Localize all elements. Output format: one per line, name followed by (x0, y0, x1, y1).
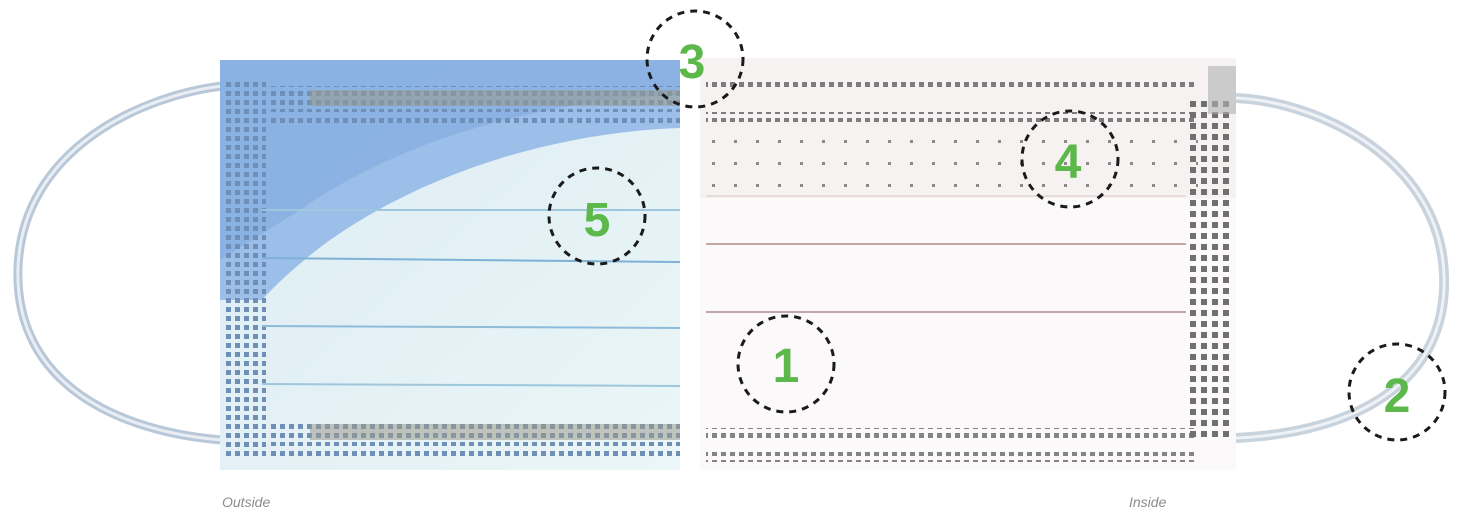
svg-text:3: 3 (679, 36, 706, 89)
inside-mask (700, 58, 1444, 470)
outside-ear-loop (18, 86, 222, 440)
svg-text:4: 4 (1055, 136, 1082, 189)
outside-mask (18, 60, 680, 470)
svg-text:1: 1 (773, 340, 800, 393)
svg-text:2: 2 (1384, 370, 1411, 423)
inside-ear-loop (1236, 98, 1444, 438)
outside-caption: Outside (222, 494, 270, 510)
svg-text:5: 5 (584, 194, 611, 247)
inside-caption: Inside (1129, 494, 1166, 510)
marker-2: 2 (1349, 344, 1445, 440)
